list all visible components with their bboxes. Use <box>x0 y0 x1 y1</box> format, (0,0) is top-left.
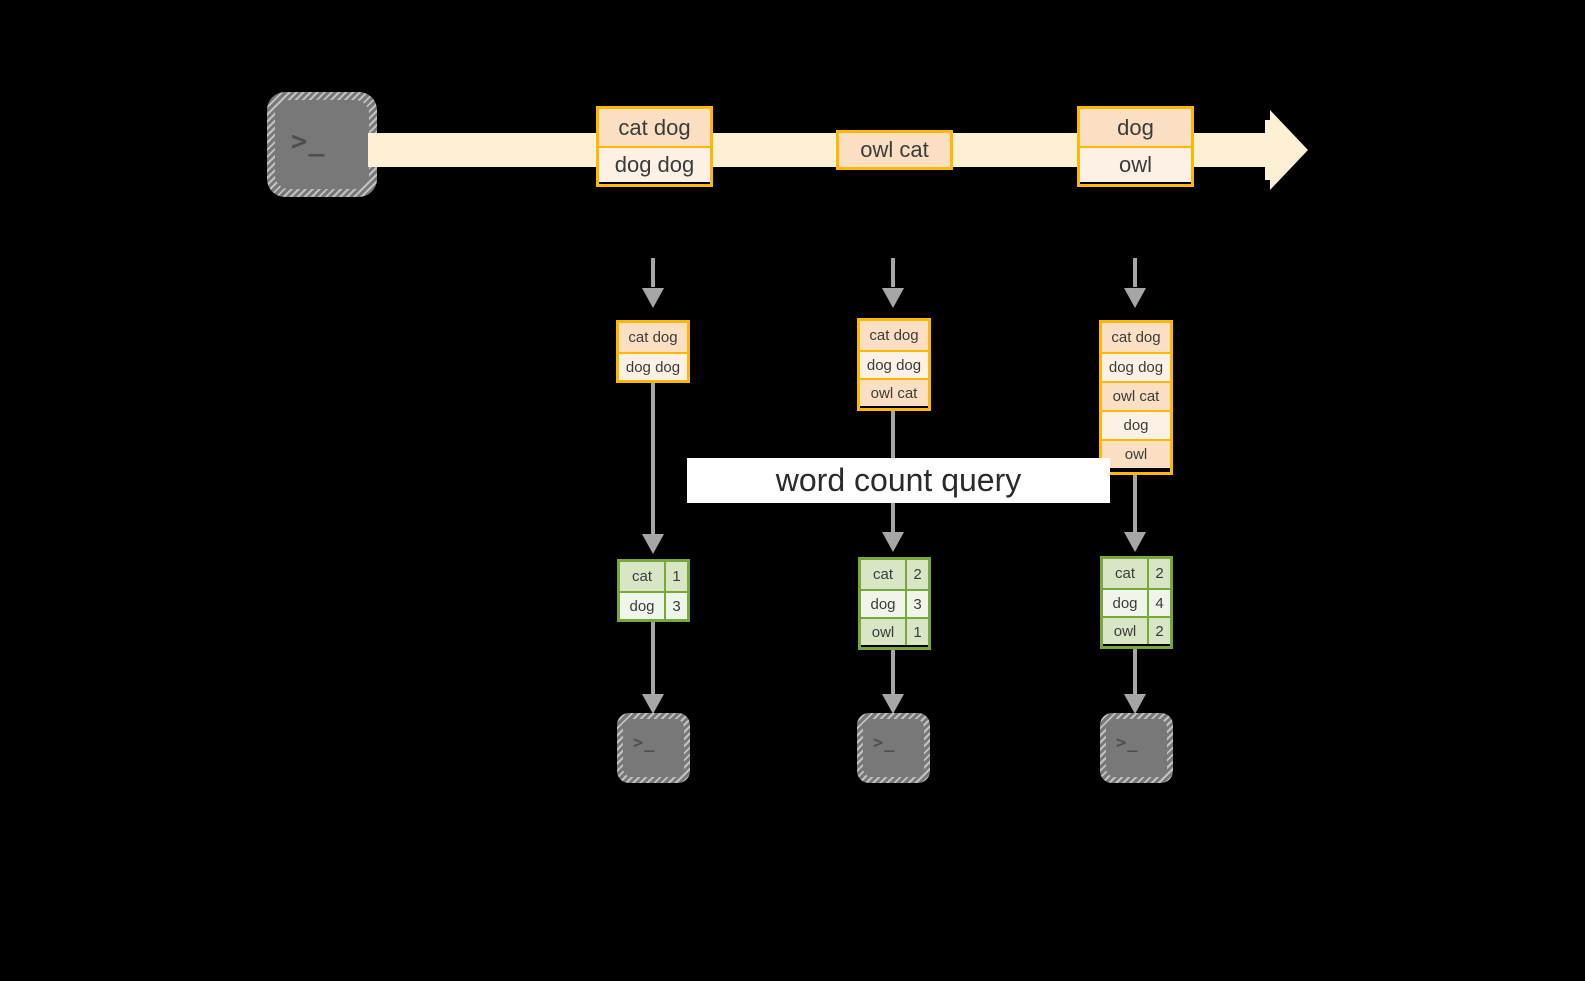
result-word-cell: dog <box>861 591 905 617</box>
stream-to-buffer-connector <box>1133 258 1137 308</box>
buffer-box: cat dog dog dog owl cat dog owl <box>1099 320 1173 475</box>
connector-arrow-icon <box>1124 288 1146 308</box>
result-table: cat 2 dog 3 owl 1 <box>858 557 931 650</box>
result-row: dog 3 <box>861 589 928 617</box>
buffer-row: dog dog <box>1102 352 1170 381</box>
connector-arrow-icon <box>642 534 664 554</box>
buffer-to-result-connector <box>1133 475 1137 538</box>
result-word-cell: cat <box>620 562 664 591</box>
result-row: owl 1 <box>861 617 928 645</box>
source-terminal-icon: >_ <box>267 92 377 197</box>
result-word-cell: cat <box>861 560 905 589</box>
terminal-prompt-glyph: >_ <box>633 733 656 753</box>
terminal-screen <box>1106 719 1167 777</box>
buffer-row: cat dog <box>619 323 687 352</box>
terminal-screen <box>863 719 924 777</box>
result-count-cell: 4 <box>1147 590 1170 616</box>
result-word-cell: cat <box>1103 559 1147 588</box>
terminal-prompt-glyph: >_ <box>873 733 896 753</box>
result-count-cell: 1 <box>664 562 687 591</box>
stream-message-group: owl cat <box>836 130 953 170</box>
terminal-screen <box>623 719 684 777</box>
result-row: cat 1 <box>620 562 687 591</box>
connector-arrow-icon <box>1124 532 1146 552</box>
result-table: cat 1 dog 3 <box>617 559 690 622</box>
buffer-row: cat dog <box>1102 323 1170 352</box>
sink-terminal-icon: >_ <box>617 713 690 783</box>
result-to-sink-connector <box>1133 649 1137 697</box>
buffer-row: owl cat <box>860 378 928 406</box>
result-word-cell: owl <box>861 619 905 645</box>
stream-to-buffer-connector <box>651 258 655 308</box>
result-to-sink-connector <box>651 622 655 697</box>
connector-arrow-icon <box>1124 694 1146 714</box>
stream-message-row: cat dog <box>599 109 710 146</box>
buffer-row: dog dog <box>860 350 928 378</box>
result-row: dog 3 <box>620 591 687 619</box>
buffer-row: dog <box>1102 410 1170 439</box>
buffer-box: cat dog dog dog <box>616 320 690 383</box>
stream-message-row: dog <box>1080 109 1191 146</box>
terminal-prompt-glyph: >_ <box>291 126 326 157</box>
result-count-cell: 2 <box>905 560 928 589</box>
connector-arrow-icon <box>642 288 664 308</box>
connector-arrow-icon <box>882 532 904 552</box>
result-row: cat 2 <box>861 560 928 589</box>
stream-message-group: dog owl <box>1077 106 1194 187</box>
connector-arrow-icon <box>882 694 904 714</box>
terminal-prompt-glyph: >_ <box>1116 733 1139 753</box>
result-row: owl 2 <box>1103 616 1170 644</box>
buffer-box: cat dog dog dog owl cat <box>857 318 931 411</box>
result-count-cell: 2 <box>1147 559 1170 588</box>
stream-to-buffer-connector <box>891 258 895 308</box>
result-word-cell: dog <box>1103 590 1147 616</box>
result-to-sink-connector <box>891 650 895 697</box>
result-count-cell: 3 <box>905 591 928 617</box>
result-word-cell: dog <box>620 593 664 619</box>
sink-terminal-icon: >_ <box>1100 713 1173 783</box>
result-row: cat 2 <box>1103 559 1170 588</box>
result-count-cell: 3 <box>664 593 687 619</box>
result-row: dog 4 <box>1103 588 1170 616</box>
query-label: word count query <box>687 458 1110 503</box>
stream-message-row: owl <box>1080 146 1191 182</box>
terminal-screen <box>275 100 369 189</box>
stream-message-row: owl cat <box>839 133 950 167</box>
sink-terminal-icon: >_ <box>857 713 930 783</box>
stream-message-row: dog dog <box>599 146 710 182</box>
result-word-cell: owl <box>1103 618 1147 644</box>
stream-arrow-head-icon <box>1270 110 1308 190</box>
buffer-row: dog dog <box>619 352 687 380</box>
result-count-cell: 1 <box>905 619 928 645</box>
buffer-row: cat dog <box>860 321 928 350</box>
result-table: cat 2 dog 4 owl 2 <box>1100 556 1173 649</box>
buffer-row: owl <box>1102 439 1170 468</box>
connector-arrow-icon <box>882 288 904 308</box>
stream-message-group: cat dog dog dog <box>596 106 713 187</box>
result-count-cell: 2 <box>1147 618 1170 644</box>
buffer-row: owl cat <box>1102 381 1170 410</box>
buffer-to-result-connector <box>651 383 655 540</box>
connector-arrow-icon <box>642 694 664 714</box>
